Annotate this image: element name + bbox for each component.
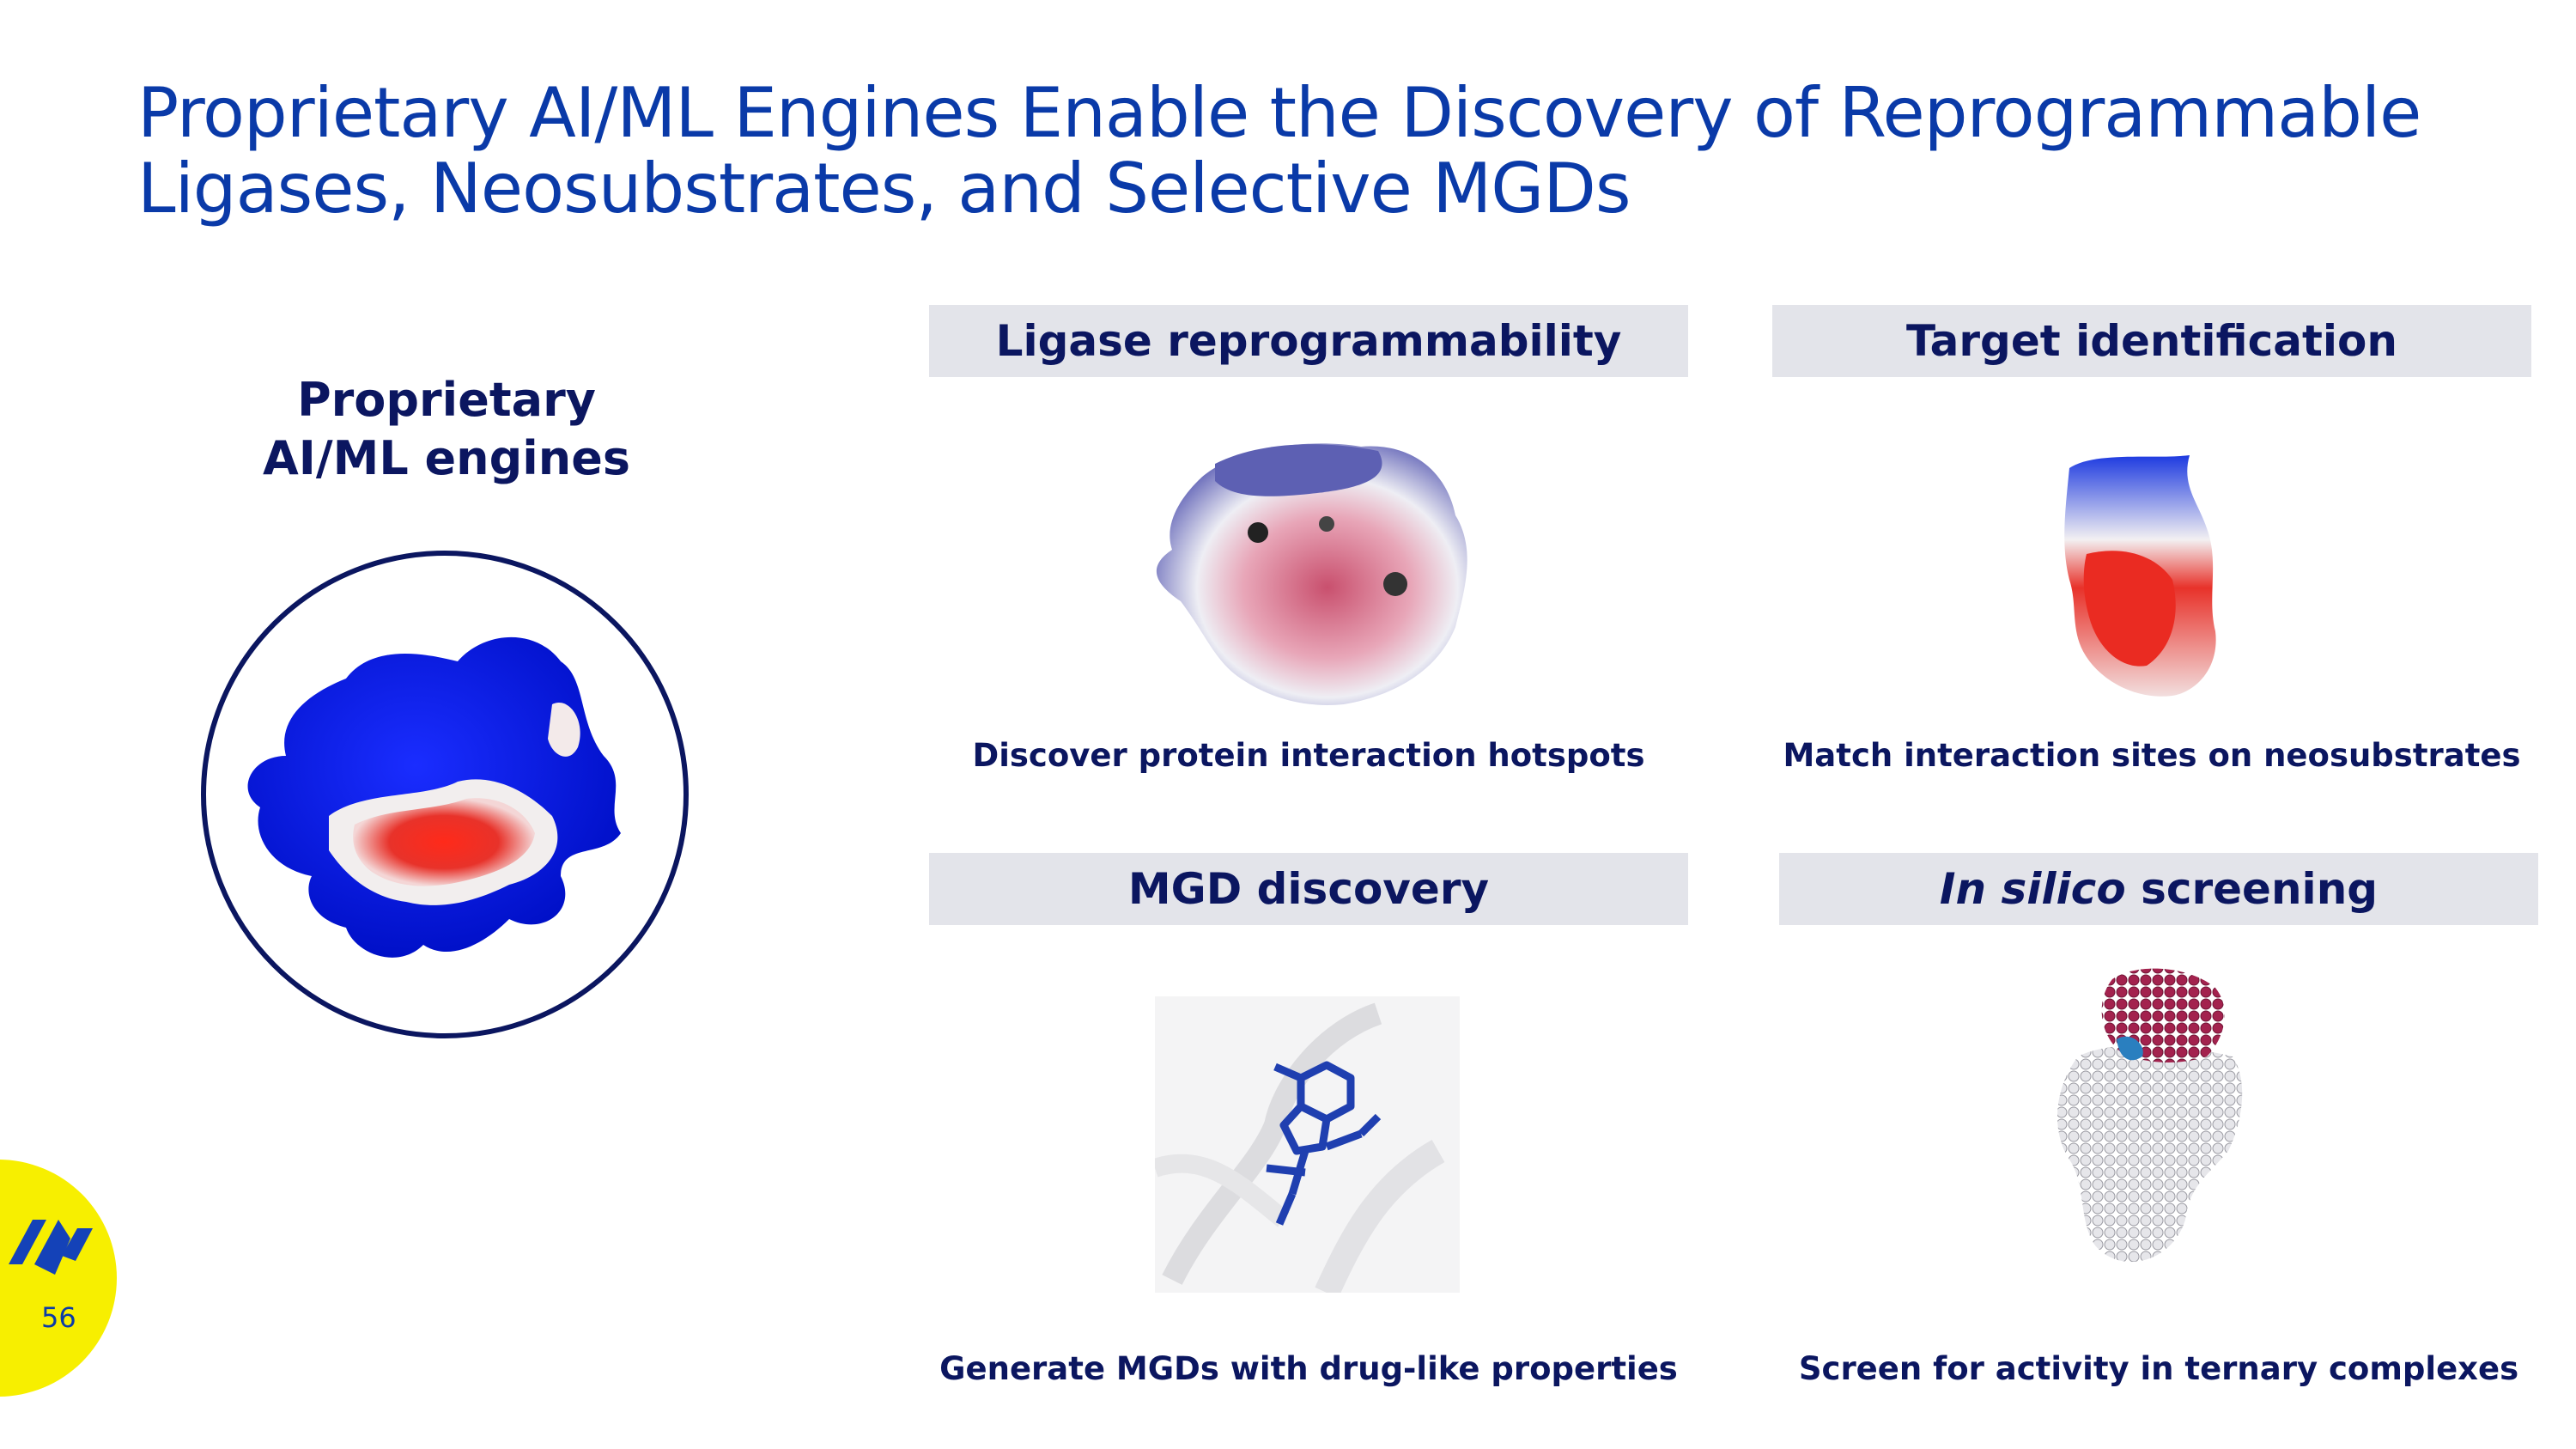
company-logo-icon xyxy=(9,1220,93,1275)
mgd-structure-image xyxy=(1151,996,1460,1299)
panel-mgd-discovery-heading: MGD discovery xyxy=(929,853,1688,925)
in-silico-italic: In silico xyxy=(1939,864,2126,914)
panel-ligase-reprogrammability-heading: Ligase reprogrammability xyxy=(929,305,1688,377)
title-line-1: Proprietary AI/ML Engines Enable the Dis… xyxy=(137,73,2421,153)
screening-label: screening xyxy=(2125,864,2379,914)
panel-ligase-reprogrammability-caption: Discover protein interaction hotspots xyxy=(972,737,1645,774)
protein-surface-image xyxy=(201,551,689,1038)
logo-badge xyxy=(0,1160,117,1397)
page-number: 56 xyxy=(41,1301,76,1334)
slide-title: Proprietary AI/ML Engines Enable the Dis… xyxy=(137,76,2456,227)
left-heading-line-2: AI/ML engines xyxy=(263,431,630,485)
ligase-surface-image xyxy=(1138,429,1481,713)
panel-target-identification-caption: Match interaction sites on neosubstrates xyxy=(1783,737,2521,774)
panel-target-identification-heading: Target identification xyxy=(1772,305,2531,377)
left-heading: Proprietary AI/ML engines xyxy=(189,371,704,488)
panel-mgd-discovery-caption: Generate MGDs with drug-like properties xyxy=(939,1350,1678,1387)
panel-in-silico-screening-caption: Screen for activity in ternary complexes xyxy=(1798,1350,2519,1387)
title-line-2: Ligases, Neosubstrates, and Selective MG… xyxy=(137,149,1631,228)
neosubstrate-surface-image xyxy=(2052,451,2224,700)
left-heading-line-1: Proprietary xyxy=(297,373,596,427)
ternary-complex-image xyxy=(2044,962,2258,1280)
protein-surface-circle xyxy=(200,550,690,1039)
panel-in-silico-screening-heading: In silico screening xyxy=(1779,853,2538,925)
